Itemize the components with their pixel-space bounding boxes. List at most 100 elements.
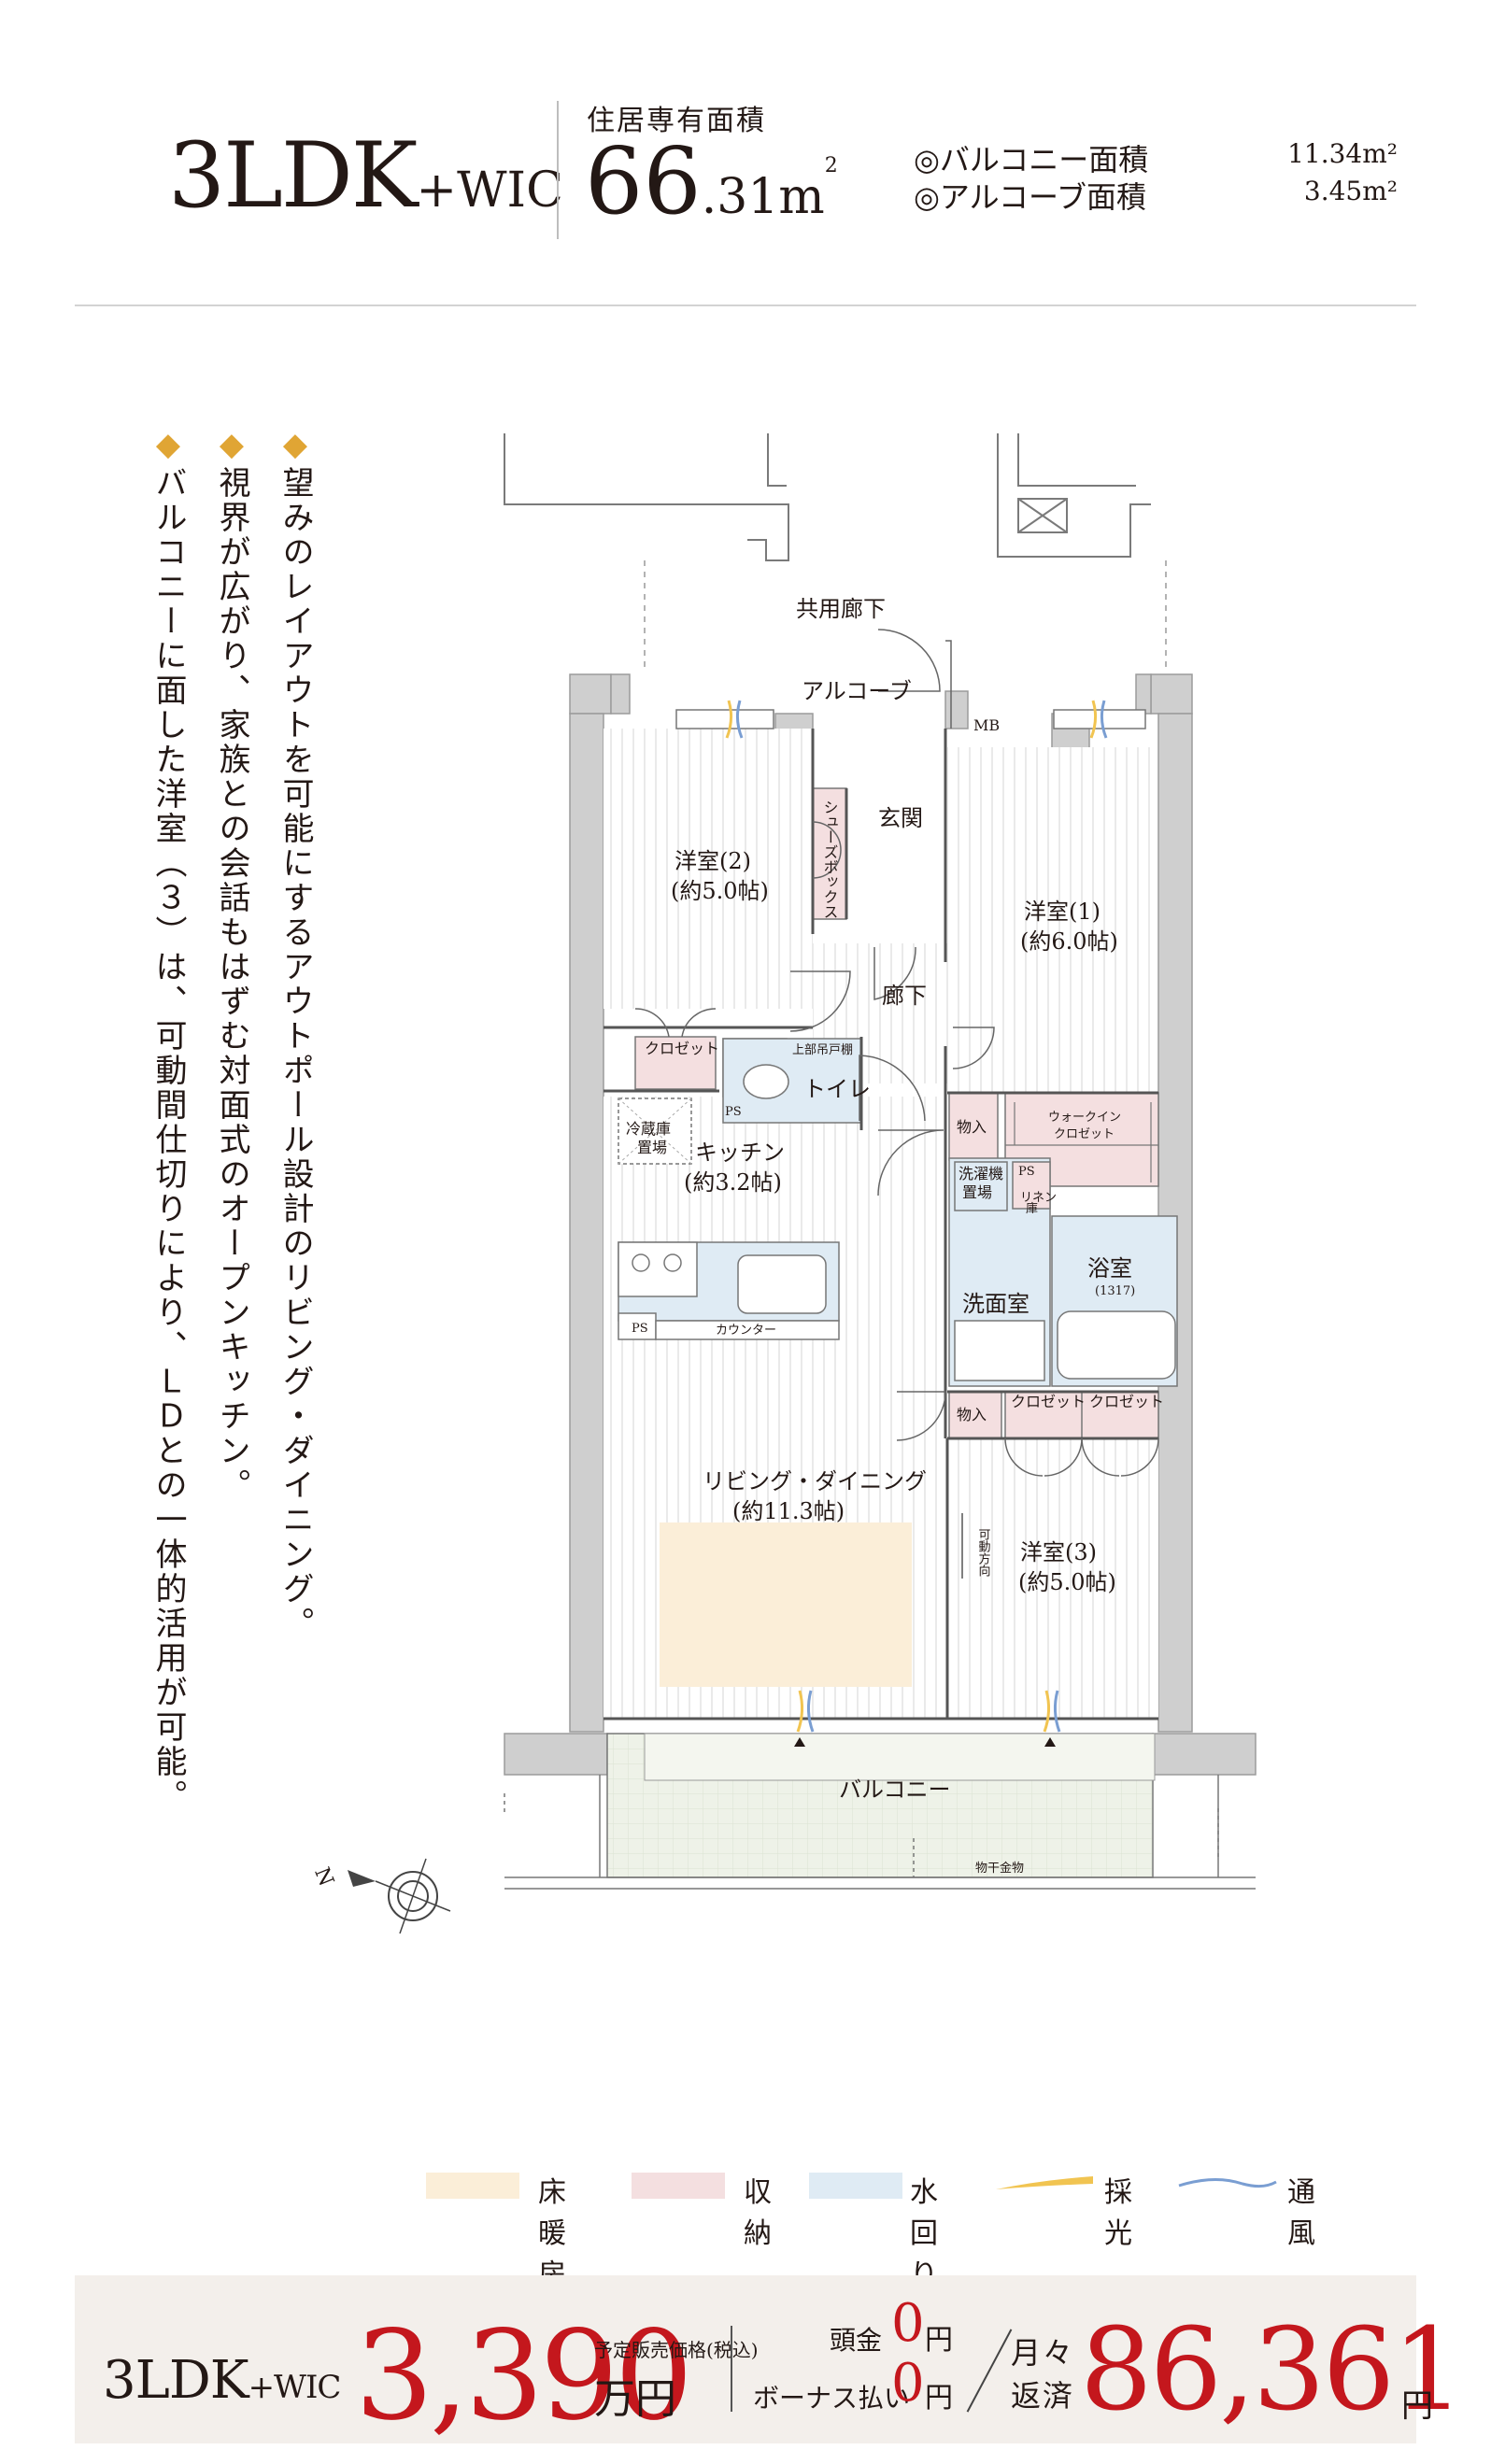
note-1: ◆望みのレイアウトを可能にするアウトポール設計のリビング・ダイニング。 [275,426,316,1641]
kitchen-name: キッチン [695,1140,785,1166]
north-label: N [309,1864,337,1890]
monthly-value: 86,361 [1080,2303,1465,2436]
closet-label-3b: クロゼット [1089,1393,1164,1410]
note-2-text: 視界が広がり、家族との会話もはずむ対面式のオープンキッチン。 [213,466,250,1503]
header-rule [75,304,1416,306]
note-3: ◆バルコニーに面した洋室（３）は、可動間仕切りにより、ＬＤとの一体的活用が可能。 [148,426,189,1814]
walkin-label-2: クロゼット [1054,1127,1115,1141]
header-divider [557,101,559,239]
price-note: 予定販売価格(税込) [594,2339,759,2361]
corridor-dashes [644,560,1167,673]
legend-swatch [809,2173,902,2199]
price-slash [966,2329,1013,2413]
neighbour-outline [504,433,1151,561]
washer-label-2: 置場 [962,1183,992,1201]
room2-name: 洋室(2) [674,848,751,874]
kitchen-size: (約3.2帖) [684,1169,782,1196]
area-int: 66 [585,129,702,235]
down-payment-unit: 円 [925,2324,953,2357]
alcove-area-value: 3.45m² [1303,176,1398,206]
toilet-label: トイレ [803,1076,871,1102]
shoes-box-label: シューズボックス [821,800,839,919]
storage-areas [634,787,1159,1439]
washer-label-1: 洗濯機 [958,1165,1003,1182]
drying-rack-label: 物干金物 [975,1861,1024,1876]
monthly-label: 月々 返済 [1011,2331,1074,2417]
bonus-unit: 円 [925,2382,953,2414]
note-3-text: バルコニーに面した洋室（３）は、可動間仕切りにより、ＬＤとの一体的活用が可能。 [149,466,187,1814]
door-swings [634,629,1159,1477]
unit-type-suffix: +WIC [416,163,563,219]
monthly-label-2: 返済 [1011,2378,1075,2414]
legend-label: 水回り [910,2176,938,2291]
balcony-sash [644,1733,1156,1781]
washroom-label: 洗面室 [962,1291,1030,1317]
price-unit: 万円 [594,2375,676,2423]
alcove-label: アルコーブ [802,678,912,704]
price-unit-type: 3LDK+WIC [103,2350,342,2411]
area-unit: m [778,169,825,225]
legend-swatch [632,2173,725,2199]
windows-top [675,709,1146,729]
bath-label: 浴室 [1087,1255,1132,1282]
down-payment-label: 頭金 [830,2325,883,2356]
ps-label-toilet: PS [725,1105,742,1119]
entrance-label: 玄関 [878,805,923,831]
storage-label-2: 物入 [957,1406,987,1423]
legend-label: 床暖房 [538,2176,566,2291]
corridor-label: 共用廊下 [796,596,886,622]
living-name: リビング・ダイニング [703,1468,927,1494]
bonus-value: 0 [891,2353,925,2414]
hallway-label: 廊下 [882,983,927,1009]
light-wind-marks [725,700,1108,1733]
price-amount: 3,390 [355,2304,693,2448]
linen-label-2: 庫 [1026,1202,1038,1216]
fridge-space [618,1097,692,1165]
area-sup: 2 [824,154,838,177]
legend-swatch [426,2173,519,2199]
closet-label: クロゼット [645,1040,719,1057]
legend-label: 通風 [1287,2176,1315,2250]
room1-size: (約6.0帖) [1020,928,1118,955]
monthly-unit: 円 [1401,2387,1433,2425]
light-icon [996,2176,1093,2189]
ps-label-kitchen: PS [632,1322,648,1336]
balcony-area-value: 11.34m² [1287,138,1398,169]
fridge-label-2: 置場 [637,1139,667,1156]
price-type-suffix: +WIC [248,2369,342,2406]
partitions [604,729,1158,1721]
kitchen-counter [618,1241,840,1340]
sink [737,1254,827,1314]
living-size: (約11.3帖) [732,1498,845,1524]
ps-label-wash: PS [1018,1165,1035,1179]
note-1-text: 望みのレイアウトを可能にするアウトポール設計のリビング・ダイニング。 [277,466,314,1641]
room1-name: 洋室(1) [1024,899,1100,925]
compass-icon [348,1858,451,1934]
price-type-main: 3LDK [103,2350,249,2411]
price-bar: 3LDK+WIC 3,390 予定販売価格(税込) 万円 頭金 0 円 ボーナス… [75,2275,1465,2448]
counter-label: カウンター [716,1324,776,1338]
unit-type: 3LDK+WIC [168,131,563,220]
area-label: 住居専有面積 [587,105,766,137]
legend-label: 収納 [744,2176,772,2250]
movable-label: 可動方向 [976,1528,991,1577]
bonus-label: ボーナス払い [753,2383,911,2414]
legend-label: 採光 [1104,2176,1132,2250]
room2-size: (約5.0帖) [671,878,769,904]
balcony-label: バルコニー [839,1777,951,1803]
floor-plan: 洋室(2) (約5.0帖) 洋室(1) (約6.0帖) 共用廊下 アルコーブ M… [309,433,1257,1934]
toilet-bowl [743,1064,789,1099]
floor-heating-area [660,1522,912,1687]
room3-name: 洋室(3) [1020,1539,1097,1565]
fridge-label-1: 冷蔵庫 [626,1120,671,1138]
drying-rack-marks [504,1793,1219,1877]
down-payment-value: 0 [891,2293,925,2354]
area-value: 66.31m2 [585,136,838,228]
note-2: ◆視界が広がり、家族との会話もはずむ対面式のオープンキッチン。 [211,426,252,1503]
room3-size: (約5.0帖) [1018,1569,1116,1595]
area-dec: .31 [701,169,779,225]
monthly-label-1: 月々 [1011,2335,1075,2371]
upper-cabinet-label: 上部吊戸棚 [792,1043,853,1057]
price-divider [731,2326,732,2412]
bath-size: (1317) [1095,1284,1135,1298]
